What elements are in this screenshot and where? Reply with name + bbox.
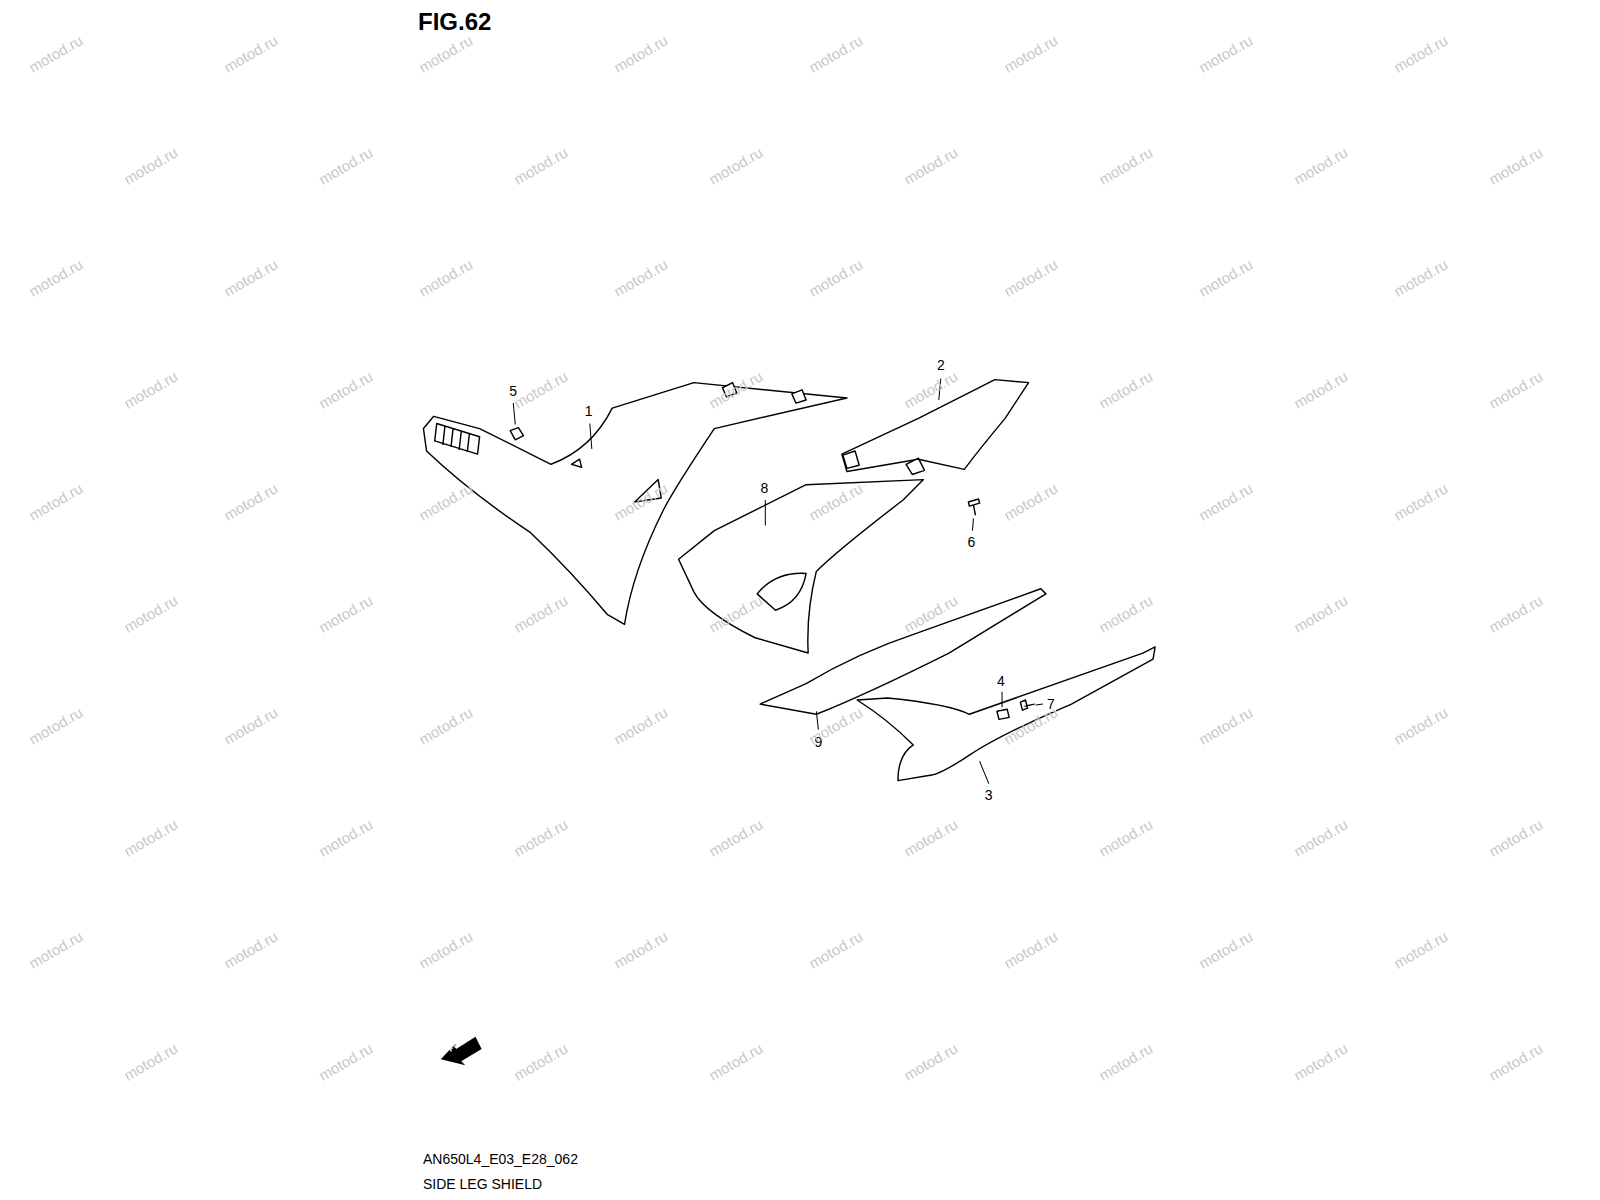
callout-number: 4 bbox=[996, 673, 1006, 688]
watermark: motod.ru bbox=[611, 32, 671, 76]
callout-number: 8 bbox=[759, 480, 769, 495]
watermark: motod.ru bbox=[221, 480, 281, 524]
watermark: motod.ru bbox=[26, 32, 86, 76]
leg-shield-part bbox=[857, 647, 1155, 781]
figure-code: AN650L4_E03_E28_062 bbox=[423, 1151, 578, 1167]
watermark: motod.ru bbox=[121, 1040, 181, 1084]
watermark: motod.ru bbox=[121, 144, 181, 188]
watermark: motod.ru bbox=[221, 704, 281, 748]
callout-number: 3 bbox=[984, 787, 994, 802]
watermark: motod.ru bbox=[416, 32, 476, 76]
watermark: motod.ru bbox=[1291, 144, 1351, 188]
watermark: motod.ru bbox=[316, 816, 376, 860]
watermark: motod.ru bbox=[706, 144, 766, 188]
leg-shield-part bbox=[760, 589, 1046, 715]
watermark: motod.ru bbox=[1001, 480, 1061, 524]
watermark: motod.ru bbox=[316, 368, 376, 412]
watermark: motod.ru bbox=[221, 256, 281, 300]
watermark: motod.ru bbox=[26, 256, 86, 300]
watermark: motod.ru bbox=[511, 816, 571, 860]
watermark: motod.ru bbox=[1096, 592, 1156, 636]
screw bbox=[968, 499, 979, 515]
callout-number: 1 bbox=[584, 404, 594, 419]
watermark: motod.ru bbox=[1391, 704, 1451, 748]
leader-line bbox=[513, 379, 1043, 784]
watermark: motod.ru bbox=[1291, 816, 1351, 860]
watermark: motod.ru bbox=[1391, 928, 1451, 972]
callout-number: 6 bbox=[967, 534, 977, 549]
watermark: motod.ru bbox=[416, 704, 476, 748]
watermark: motod.ru bbox=[1391, 480, 1451, 524]
watermark: motod.ru bbox=[416, 928, 476, 972]
nut bbox=[997, 709, 1009, 719]
watermark: motod.ru bbox=[511, 592, 571, 636]
watermark: motod.ru bbox=[221, 32, 281, 76]
watermark: motod.ru bbox=[611, 256, 671, 300]
figure-caption: SIDE LEG SHIELD bbox=[423, 1176, 542, 1192]
fwd-arrow bbox=[441, 1037, 482, 1066]
grille bbox=[435, 423, 480, 454]
watermark: motod.ru bbox=[121, 592, 181, 636]
watermark: motod.ru bbox=[316, 144, 376, 188]
watermark: motod.ru bbox=[1001, 32, 1061, 76]
watermark: motod.ru bbox=[511, 144, 571, 188]
watermark: motod.ru bbox=[221, 928, 281, 972]
watermark: motod.ru bbox=[806, 32, 866, 76]
watermark: motod.ru bbox=[806, 928, 866, 972]
watermark: motod.ru bbox=[1291, 1040, 1351, 1084]
clip bbox=[843, 451, 925, 474]
watermark: motod.ru bbox=[1196, 480, 1256, 524]
watermark: motod.ru bbox=[806, 256, 866, 300]
watermark: motod.ru bbox=[1486, 592, 1546, 636]
clip-fastener bbox=[510, 428, 523, 440]
watermark: motod.ru bbox=[316, 1040, 376, 1084]
leg-shield-part bbox=[679, 480, 924, 653]
clip bbox=[571, 383, 806, 468]
watermark: motod.ru bbox=[901, 144, 961, 188]
watermark: motod.ru bbox=[1001, 928, 1061, 972]
figure-title: FIG.62 bbox=[418, 8, 491, 36]
watermark: motod.ru bbox=[26, 928, 86, 972]
watermark: motod.ru bbox=[901, 1040, 961, 1084]
watermark: motod.ru bbox=[1486, 1040, 1546, 1084]
watermark: motod.ru bbox=[416, 480, 476, 524]
watermark: motod.ru bbox=[1001, 256, 1061, 300]
watermark: motod.ru bbox=[1096, 1040, 1156, 1084]
watermark: motod.ru bbox=[1486, 368, 1546, 412]
watermark: motod.ru bbox=[706, 816, 766, 860]
watermark: motod.ru bbox=[511, 368, 571, 412]
watermark: motod.ru bbox=[1391, 256, 1451, 300]
watermark: motod.ru bbox=[121, 816, 181, 860]
watermark: motod.ru bbox=[1486, 816, 1546, 860]
watermark: motod.ru bbox=[1291, 368, 1351, 412]
watermark: motod.ru bbox=[1096, 368, 1156, 412]
watermark: motod.ru bbox=[121, 368, 181, 412]
watermark: motod.ru bbox=[511, 1040, 571, 1084]
watermark: motod.ru bbox=[316, 592, 376, 636]
watermark: motod.ru bbox=[706, 1040, 766, 1084]
watermark: motod.ru bbox=[1486, 144, 1546, 188]
watermark: motod.ru bbox=[1391, 32, 1451, 76]
watermark: motod.ru bbox=[1096, 816, 1156, 860]
watermark: motod.ru bbox=[416, 256, 476, 300]
watermark: motod.ru bbox=[1291, 592, 1351, 636]
watermark: motod.ru bbox=[1196, 704, 1256, 748]
watermark: motod.ru bbox=[611, 928, 671, 972]
watermark: motod.ru bbox=[26, 704, 86, 748]
watermark: motod.ru bbox=[1096, 144, 1156, 188]
watermark: motod.ru bbox=[611, 704, 671, 748]
screw bbox=[1020, 700, 1034, 710]
watermark: motod.ru bbox=[1196, 256, 1256, 300]
watermark: motod.ru bbox=[1196, 928, 1256, 972]
watermark: motod.ru bbox=[1196, 32, 1256, 76]
watermark: motod.ru bbox=[26, 480, 86, 524]
watermark: motod.ru bbox=[901, 816, 961, 860]
